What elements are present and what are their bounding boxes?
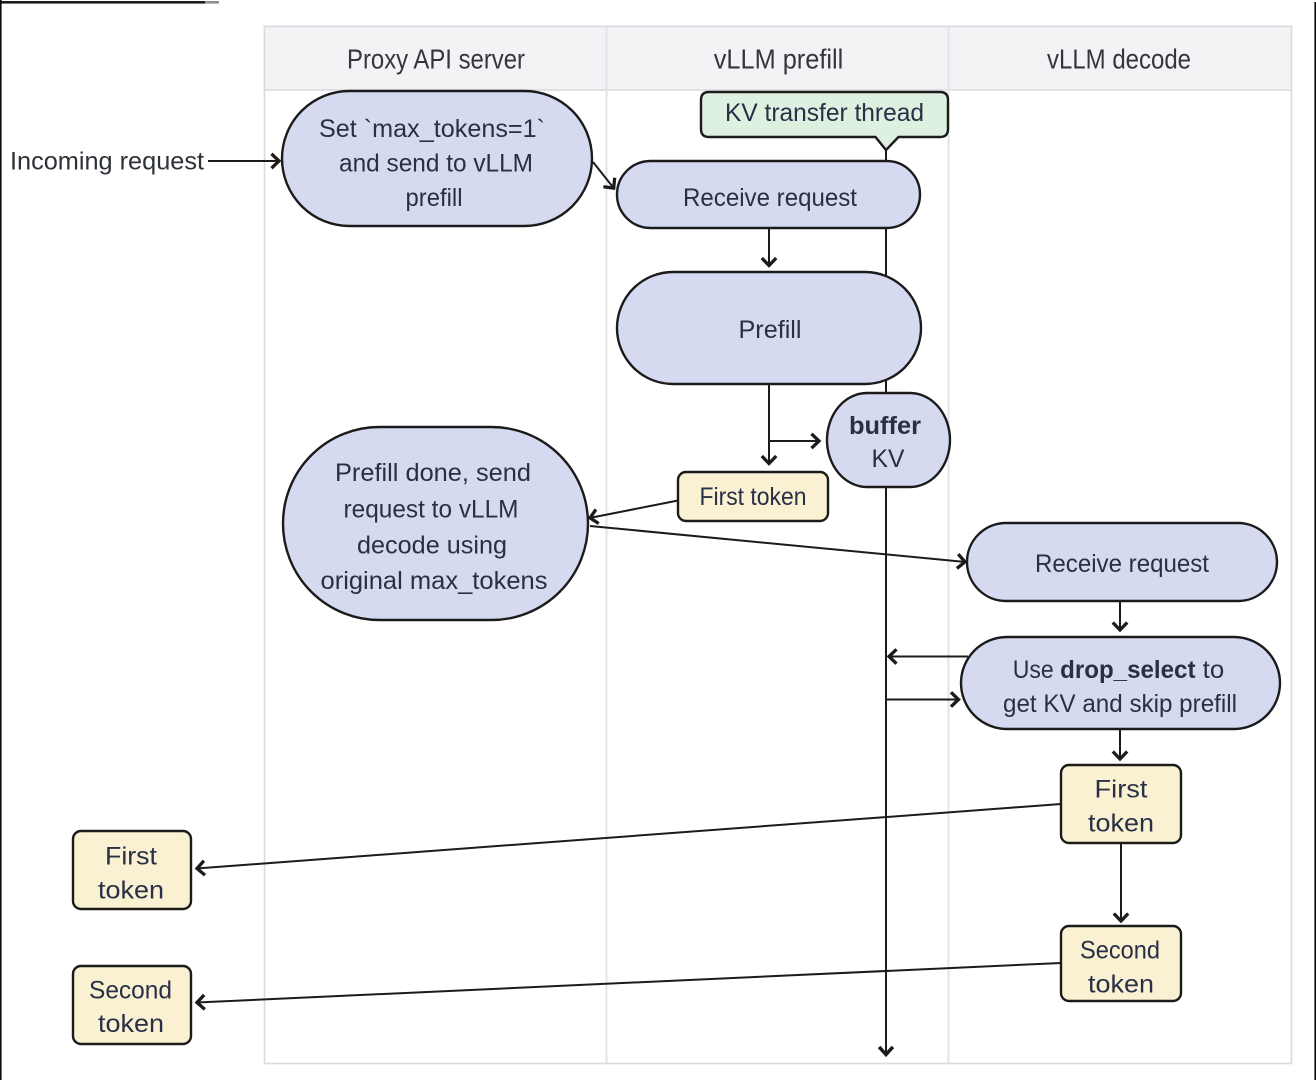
svg-text:buffer: buffer: [849, 412, 921, 440]
svg-text:request to vLLM: request to vLLM: [344, 496, 519, 524]
svg-text:Receive request: Receive request: [1035, 550, 1209, 578]
svg-text:decode using: decode using: [357, 532, 507, 560]
svg-text:Proxy API server: Proxy API server: [347, 44, 525, 75]
svg-text:Incoming request: Incoming request: [10, 148, 204, 176]
svg-text:token: token: [1088, 971, 1154, 999]
svg-text:prefill: prefill: [406, 184, 463, 212]
svg-text:Use drop_select to: Use drop_select to: [1013, 656, 1224, 684]
svg-text:Set `max_tokens=1`: Set `max_tokens=1`: [319, 115, 545, 143]
svg-text:First token: First token: [700, 483, 807, 511]
svg-text:token: token: [98, 1010, 164, 1038]
svg-text:Receive request: Receive request: [683, 184, 857, 212]
svg-text:KV: KV: [872, 445, 905, 473]
svg-text:Prefill done, send: Prefill done, send: [335, 459, 531, 487]
svg-text:Second: Second: [1080, 937, 1160, 965]
svg-text:Second: Second: [89, 977, 172, 1005]
svg-text:First: First: [105, 843, 157, 871]
svg-text:Prefill: Prefill: [739, 316, 802, 344]
svg-text:get KV and skip prefill: get KV and skip prefill: [1003, 690, 1237, 718]
svg-text:vLLM decode: vLLM decode: [1047, 44, 1191, 75]
svg-text:First: First: [1095, 775, 1148, 803]
svg-text:token: token: [98, 876, 164, 904]
svg-text:vLLM prefill: vLLM prefill: [714, 44, 844, 75]
svg-text:token: token: [1088, 810, 1154, 838]
svg-text:and send to vLLM: and send to vLLM: [339, 149, 533, 177]
svg-text:original max_tokens: original max_tokens: [321, 567, 548, 595]
svg-text:KV transfer thread: KV transfer thread: [725, 99, 924, 127]
